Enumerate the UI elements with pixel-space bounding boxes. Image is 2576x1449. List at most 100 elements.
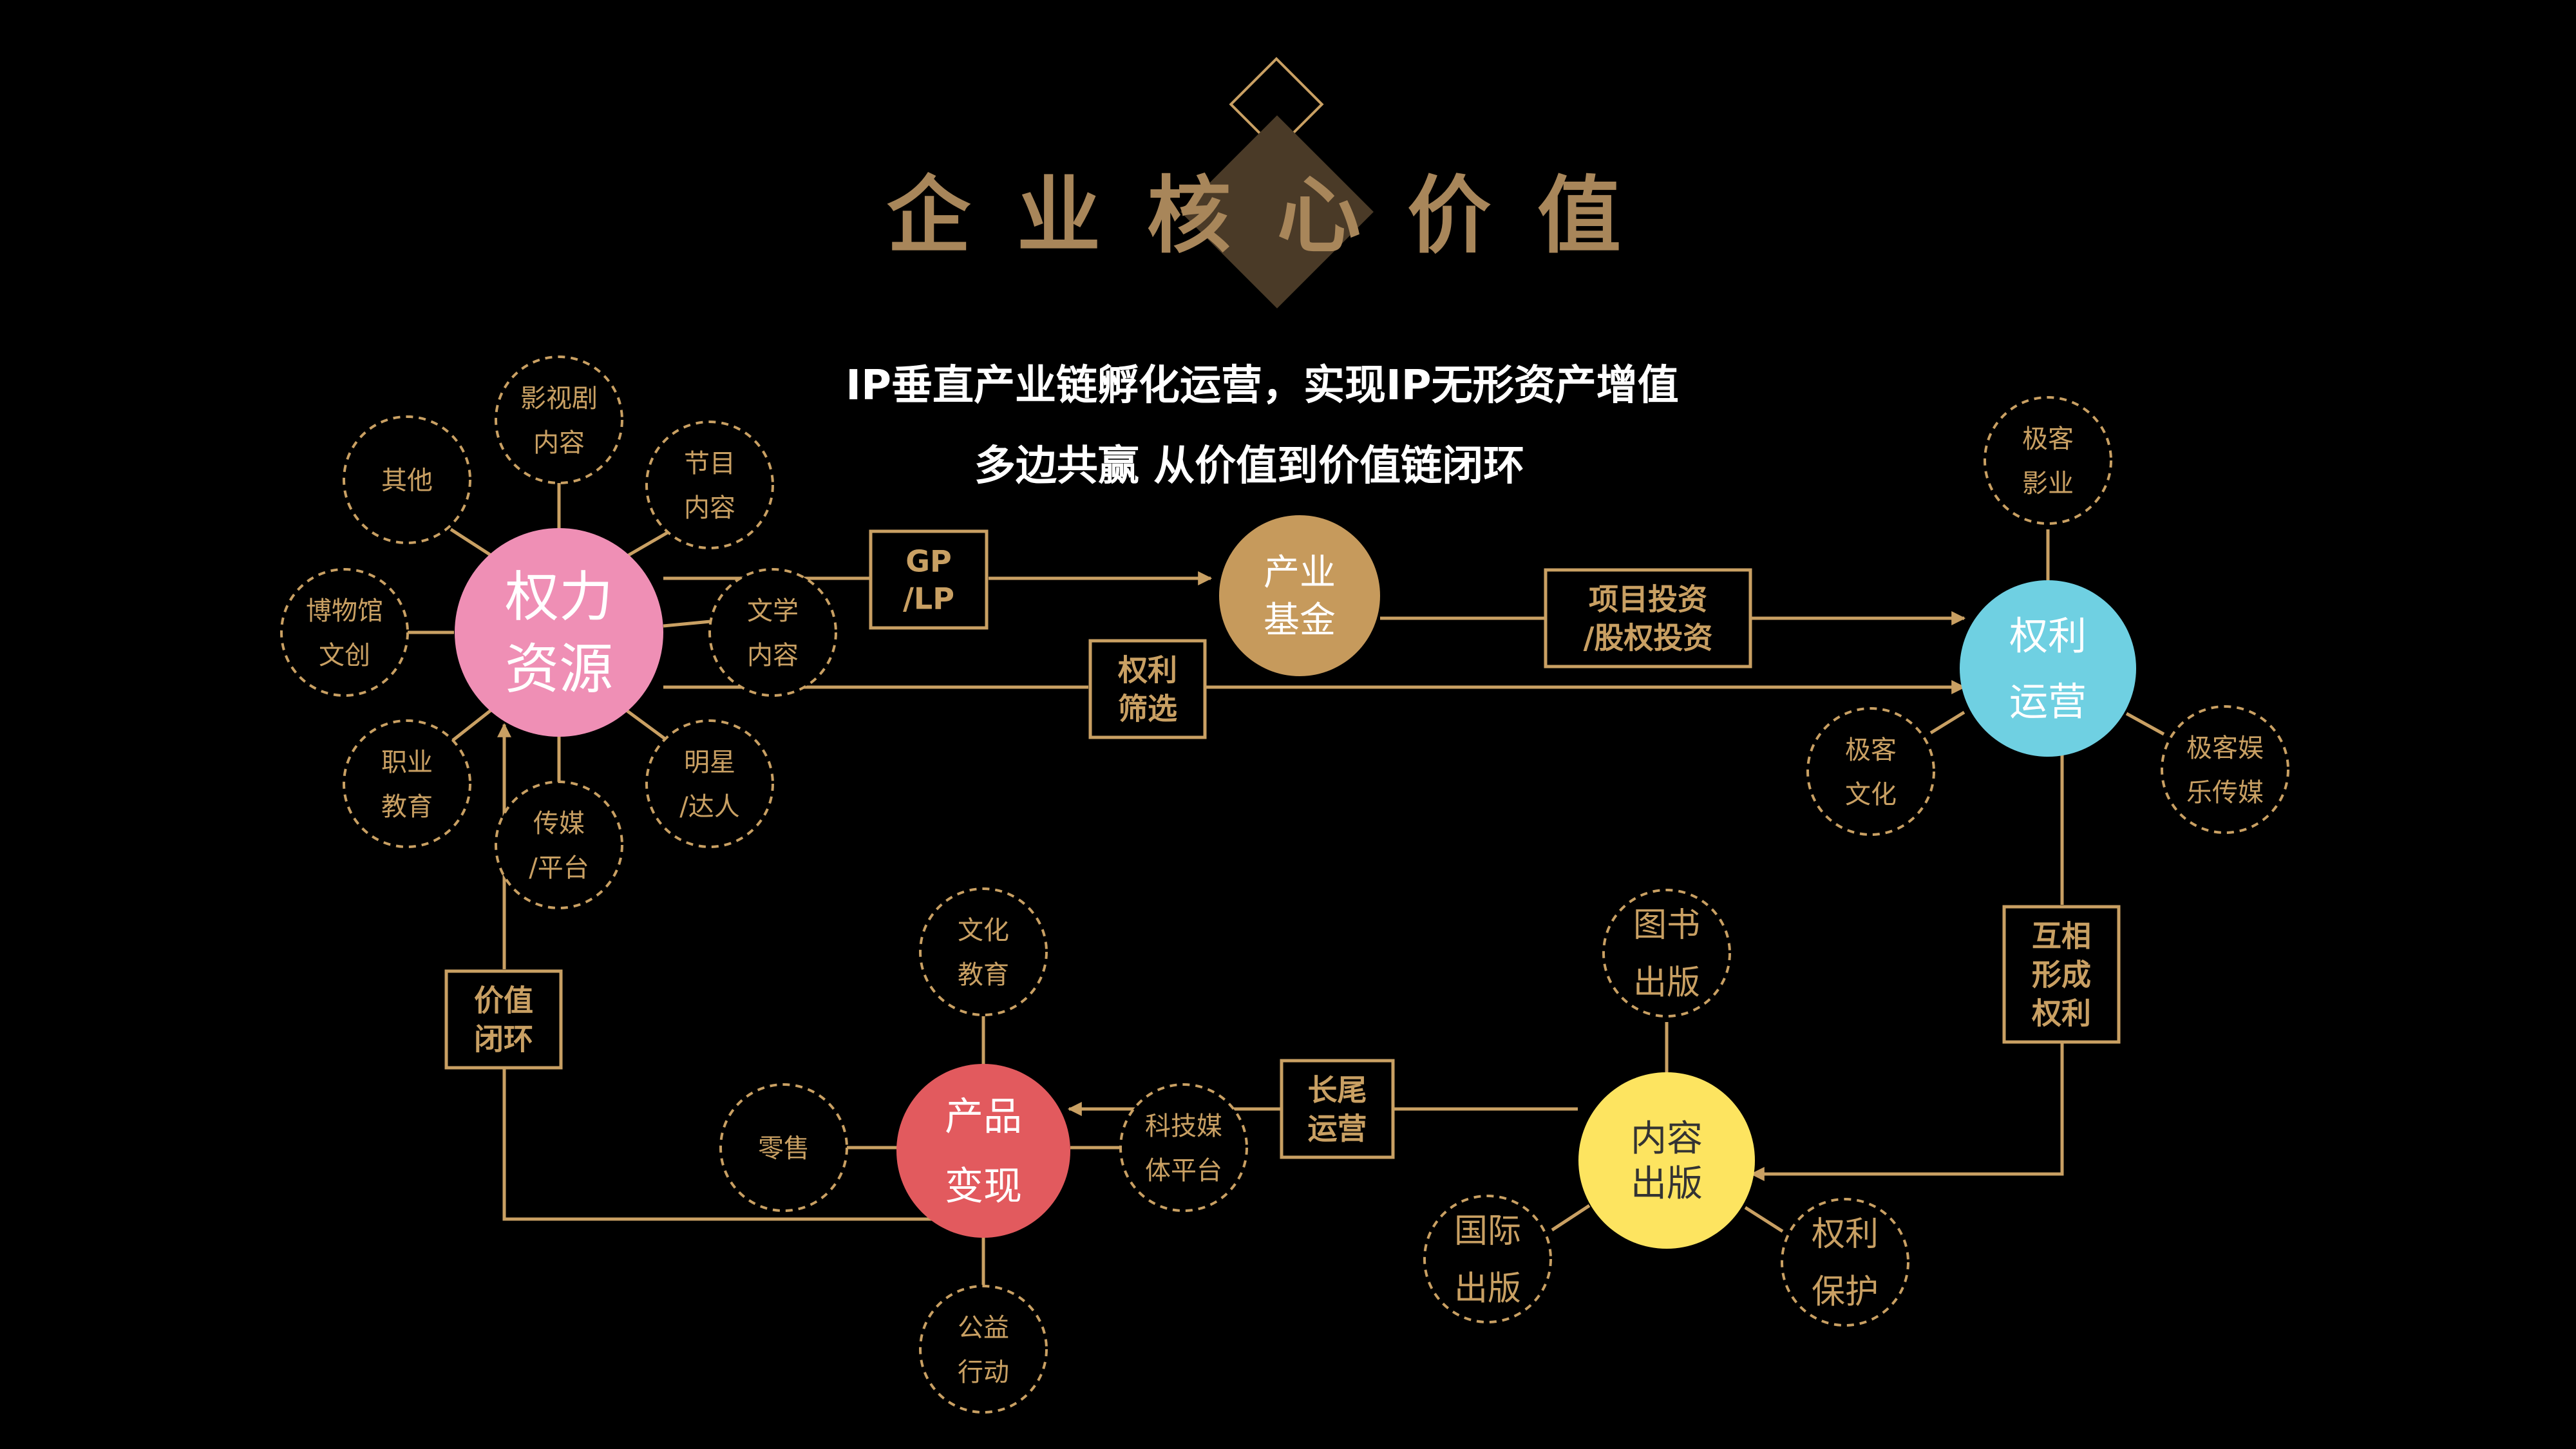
label-box-frame [869, 529, 989, 630]
satellites-geek_culture-label-1: 极客 [1845, 735, 1897, 765]
boxes-value_loop-label-2: 闭环 [474, 1022, 533, 1057]
satellites-tech_media-label-2: 体平台 [1145, 1156, 1222, 1186]
satellites-culture_edu-label-1: 文化 [958, 916, 1009, 945]
satellites-star-label-1: 明星 [684, 748, 735, 777]
satellite-ring [1119, 1083, 1248, 1212]
satellites-protect-label-1: 权利 [1812, 1215, 1879, 1254]
satellites-literature-label-2: 内容 [747, 641, 799, 670]
hubs-publish-label-2: 出版 [1631, 1163, 1703, 1205]
satellites-media-label-2: /平台 [529, 853, 589, 883]
hub-circle [1219, 515, 1380, 676]
satellites-star-label-2: /达人 [679, 792, 739, 822]
satellites-literature-label-1: 文学 [747, 596, 799, 626]
boxes-invest-label-1: 项目投资 [1589, 582, 1707, 617]
satellites-books-label-2: 出版 [1633, 963, 1700, 1002]
satellite-ring [719, 1083, 848, 1212]
satellites-geek_film-label-1: 极客 [2022, 424, 2074, 454]
hubs-product-label-2: 变现 [945, 1164, 1022, 1209]
label-box-frame [1280, 1059, 1395, 1159]
satellites-vocational-label-1: 职业 [381, 748, 433, 777]
satellite-ring [495, 781, 623, 909]
satellite-ring [343, 719, 471, 848]
satellites-charity-label-2: 行动 [958, 1358, 1009, 1387]
label-box-frame [1088, 639, 1207, 739]
hubs-product-label-1: 产品 [945, 1095, 1022, 1140]
satellites-retail-label-1: 零售 [758, 1133, 810, 1163]
hubs-fund-label-1: 产业 [1264, 552, 1336, 594]
boxes-mutual-label-1: 互相 [2032, 919, 2091, 954]
subtitle-line-1: IP垂直产业链孵化运营，实现IP无形资产增值 [846, 362, 1678, 410]
satellite-other: 其他 [343, 415, 471, 544]
satellite-star: 明星/达人 [645, 719, 774, 848]
label-box-frame [2002, 905, 2121, 1044]
satellites-books-label-1: 图书 [1633, 906, 1700, 945]
boxes-long_tail-label-1: 长尾 [1308, 1073, 1367, 1108]
title-diamond-outline [1229, 57, 1324, 152]
satellites-geek_ent-label-1: 极客娱 [2186, 734, 2264, 763]
label-box-gp-lp: GP/LP [869, 529, 989, 630]
satellites-protect-label-2: 保护 [1812, 1273, 1879, 1311]
satellites-museum-label-1: 博物馆 [306, 596, 383, 626]
satellite-ring [343, 415, 471, 544]
satellite-ring [1781, 1198, 1909, 1327]
label-box-invest: 项目投资/股权投资 [1544, 568, 1752, 668]
satellite-ring [495, 355, 623, 484]
boxes-long_tail-label-2: 运营 [1308, 1112, 1367, 1146]
satellites-intl-label-1: 国际 [1454, 1212, 1521, 1251]
hubs-rights-label-1: 权利 [2009, 614, 2087, 659]
boxes-value_loop-label-1: 价值 [474, 983, 533, 1018]
boxes-mutual-label-2: 形成 [2032, 958, 2091, 992]
satellites-program-label-2: 内容 [684, 493, 735, 523]
satellites-program-label-1: 节目 [684, 449, 735, 478]
hubs-power-label-2: 资源 [505, 638, 613, 701]
satellite-ring [919, 1285, 1048, 1414]
satellite-ring [1984, 396, 2112, 525]
satellites-charity-label-1: 公益 [958, 1313, 1009, 1343]
boxes-gp_lp-label-1: GP [905, 544, 951, 579]
hubs-rights-label-2: 运营 [2009, 680, 2087, 725]
satellite-retail: 零售 [719, 1083, 848, 1212]
hub-circle [1960, 580, 2136, 757]
hub-circle [896, 1064, 1070, 1238]
hub-circle [1578, 1072, 1755, 1249]
boxes-gp_lp-label-2: /LP [903, 582, 954, 616]
satellite-ring [645, 719, 774, 848]
satellites-intl-label-2: 出版 [1454, 1269, 1521, 1308]
hub-circle [455, 528, 663, 737]
label-box-frame [444, 969, 563, 1070]
satellites-media-label-1: 传媒 [533, 809, 585, 838]
boxes-screening-label-2: 筛选 [1118, 692, 1177, 726]
satellites-museum-label-2: 文创 [319, 641, 370, 670]
satellite-ring [645, 421, 774, 549]
satellites-vocational-label-2: 教育 [381, 792, 433, 822]
satellite-ring [1602, 889, 1731, 1018]
satellite-ring [2161, 705, 2289, 834]
satellites-film-label-2: 内容 [533, 428, 585, 458]
hubs-fund-label-2: 基金 [1264, 600, 1336, 641]
satellites-film-label-1: 影视剧 [520, 384, 598, 413]
satellite-ring [1806, 707, 1935, 836]
satellites-other-label-1: 其他 [381, 466, 433, 495]
hubs-power-label-1: 权力 [505, 565, 613, 629]
boxes-mutual-label-3: 权利 [2031, 996, 2091, 1031]
